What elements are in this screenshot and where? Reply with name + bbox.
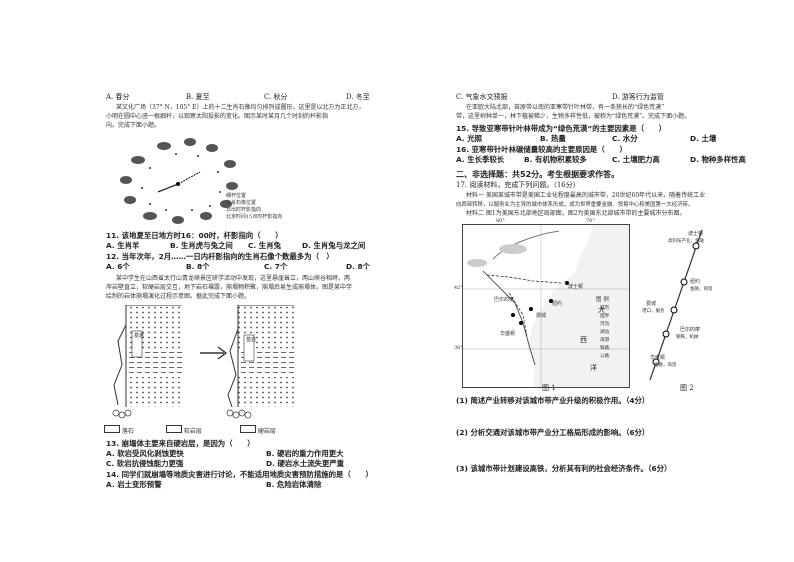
q12-option-c: C. 7个 <box>264 262 288 271</box>
longitude-70: 70° <box>586 218 595 224</box>
q12-option-a: A. 6个 <box>106 262 130 271</box>
longitude-80: 80° <box>496 218 505 224</box>
question-16: 16. 亚寒带针叶林碳储量较高的主要原因是（ ） <box>456 145 627 154</box>
question-15: 15. 导致亚寒带针叶林带成为“绿色荒漠”的主要因素是（ ） <box>456 124 667 133</box>
sub-question-3: (3) 该城市带计划建设高铁，分析其有利的社会经济条件。（6分） <box>456 464 672 473</box>
figure-2-caption: 图 2 <box>680 384 694 392</box>
bedrock-label-left: 基岩 <box>134 333 145 339</box>
q10-option-b: B. 夏至 <box>186 93 210 101</box>
q14-option-a: A. 岩土变形预警 <box>106 480 162 489</box>
q15-option-c: C. 水分 <box>612 134 638 143</box>
map-legend-rail: 铁路 <box>600 346 610 351</box>
q13-option-b: B. 硬岩的重力作用更大 <box>266 449 344 458</box>
intro1-line2: 小明在圆中心竖一根细杆，以观察太阳投影的变化。图示某时某月几个时刻的杆影指 <box>106 113 329 120</box>
question-17: 17. 阅读材料，完成下列问题。（16分） <box>456 181 580 189</box>
figure-2-city-line <box>649 229 703 381</box>
q11-option-d: D. 生肖兔与龙之间 <box>302 241 366 250</box>
intro1-line3: 向。完成下面小题。 <box>106 122 161 129</box>
diagram-legend-1: 细杆位置 <box>226 193 247 199</box>
map-legend-border: 国界 <box>600 314 610 319</box>
q10-option-a: A. 春分 <box>106 93 130 101</box>
latitude-36: 36° <box>454 345 463 351</box>
q10-option-c: C. 秋分 <box>264 93 288 101</box>
map-city-new-york: 纽约 <box>552 301 563 307</box>
fig2-city-philadelphia: 费城 <box>646 301 657 307</box>
fallen-rock-legend: 落石 <box>104 425 134 436</box>
fig2-note-baltimore: 钢铁，机械 <box>676 335 699 340</box>
diagram-legend-4: 北京时间15点时杆影指向 <box>226 214 283 220</box>
ocean-word-1: 大 <box>598 306 605 314</box>
diagram-legend-2: 生肖石像位置 <box>226 200 257 206</box>
question-12: 12. 当年次年，2月……一日内杆影指向的生肖石像个数最多为（ ） <box>106 252 334 261</box>
figure-1-map <box>462 224 630 388</box>
rock-collapse-diagram <box>112 305 294 419</box>
map-legend-river: 河流 <box>600 322 610 327</box>
fig2-city-washington: 华盛顿 <box>650 355 666 361</box>
fig2-city-new-york: 纽约 <box>690 279 701 285</box>
sub-question-1: (1) 简述产业转移对该城市带产业升级的积极作用。（4分） <box>456 396 650 405</box>
bedrock-label-right: 基岩 <box>246 337 257 343</box>
map-city-washington: 华盛顿 <box>500 331 516 337</box>
intro1-line1: 某文化广场（37° N，105° E）上的十二生肖石像均匀排列成圆形，这里是以北… <box>116 104 365 111</box>
map-city-philadelphia: 费城 <box>536 313 547 319</box>
fig2-city-baltimore: 巴尔的摩 <box>680 327 701 333</box>
q13-option-c: C. 软岩抗侵蚀能力更强 <box>106 459 184 468</box>
figure-1-caption: 图 1 <box>542 384 556 392</box>
ocean-word-3: 洋 <box>590 364 597 372</box>
question-14: 14. 同学们就崩塌等地质灾害进行讨论，不能适用地质灾害预防措施的是（ ） <box>106 470 373 479</box>
q13-option-d: D. 硬岩水土流失更严重 <box>266 459 345 468</box>
q16-option-c: C. 土壤肥力高 <box>612 155 660 164</box>
map-legend-title: 图 例 <box>596 297 609 303</box>
material-1-line1: 材料一 美国某城市带是美国工业化程度最高的城市带，20世纪60年代以来，随着传统… <box>466 192 706 199</box>
latitude-42: 42° <box>454 285 463 291</box>
map-legend-lake: 湖泊 <box>600 330 610 335</box>
fig2-city-boston: 波士顿 <box>688 231 704 237</box>
intro2-line2: 岸岩壁直立，软硬岩层交互，地下岩石裸露，崩塌物积聚，崩塌后易生成崩塌体。图是某中… <box>106 284 353 291</box>
q10-option-d: D. 冬至 <box>346 93 370 101</box>
q14-option-c: C. 气象水文预报 <box>456 93 508 101</box>
material-2: 材料二 图1为美国东北部地区局部图，图2为美国东北部城市带的主要城市分布图。 <box>466 210 686 217</box>
sub-question-2: (2) 分析交通对该城市带产业分工格局形成的影响。（6分） <box>456 428 650 437</box>
diagram-legend-3: 日出时杆影指向 <box>226 207 262 213</box>
map-legend-road: 公路 <box>600 354 610 359</box>
q11-option-b: B. 生肖虎与兔之间 <box>170 241 233 250</box>
q16-option-d: D. 物种多样性高 <box>690 155 746 164</box>
question-13: 13. 崩塌体主要来自硬岩层，是因为（ ） <box>106 439 255 448</box>
ocean-word-2: 西 <box>580 336 587 344</box>
hard-rock-legend: 硬岩层 <box>240 425 276 436</box>
q11-option-c: C. 生肖兔 <box>248 241 281 250</box>
q11-option-a: A. 生肖羊 <box>106 241 140 250</box>
q12-option-d: D. 8个 <box>346 262 371 271</box>
q15-option-a: A. 光照 <box>456 134 483 143</box>
q16-option-b: B. 有机物积累较多 <box>524 155 587 164</box>
intro3-line2: 带，这里树种单一，林下植被稀少，生物多样性低，被称为“绿色荒漠”。完成下面小题。 <box>456 113 691 120</box>
intro3-line1: 在亚欧大陆北部，苔原带以南的亚寒带针叶林带，有一条狭长的“绿色荒漠” <box>466 104 665 111</box>
map-city-baltimore: 巴尔的摩 <box>494 297 515 303</box>
intro2-line1: 某中学生在山西省太行山青龙峡景区研学活动中发现，这里悬崖耸立，两山峡谷相峙。两 <box>116 275 351 282</box>
map-city-boston: 波士顿 <box>568 284 584 290</box>
fig2-note-washington: 金融，商贸 <box>654 363 677 368</box>
fig2-note-philadelphia: 港口，服务 <box>642 309 665 314</box>
fig2-note-boston: 高科技产业，金融 <box>668 239 704 244</box>
q14-option-d: D. 游客行为监管 <box>612 93 664 101</box>
intro2-line3: 绘制的岩体崩塌演化过程示意图。据此完成下面小题。 <box>106 293 251 300</box>
zodiac-circle-diagram <box>120 138 238 224</box>
q13-option-a: A. 软岩受风化剥蚀更快 <box>106 449 184 458</box>
question-11: 11. 该地夏至日地方时16：00时，杆影指向（ ） <box>106 231 283 240</box>
section-heading: 二、非选择题：共52分。考生根据要求作答。 <box>456 170 620 179</box>
q15-option-b: B. 热量 <box>540 134 566 143</box>
map-legend-city: 城市 <box>600 306 610 311</box>
q15-option-d: D. 土壤 <box>690 134 717 143</box>
q14-option-b: B. 危险岩体清除 <box>266 480 322 489</box>
soft-rock-legend: 软岩层 <box>166 425 202 436</box>
q12-option-b: B. 8个 <box>186 262 210 271</box>
map-legend-port: 海港 <box>600 338 610 343</box>
q16-option-a: A. 生长季较长 <box>456 155 505 164</box>
fig2-note-new-york: 金融，商贸 <box>690 287 713 292</box>
material-1-line2: 向西部转移，以服务业为主导的城市体系形成，成为世界重要金融、贸易中心和美国第一大… <box>456 202 694 208</box>
